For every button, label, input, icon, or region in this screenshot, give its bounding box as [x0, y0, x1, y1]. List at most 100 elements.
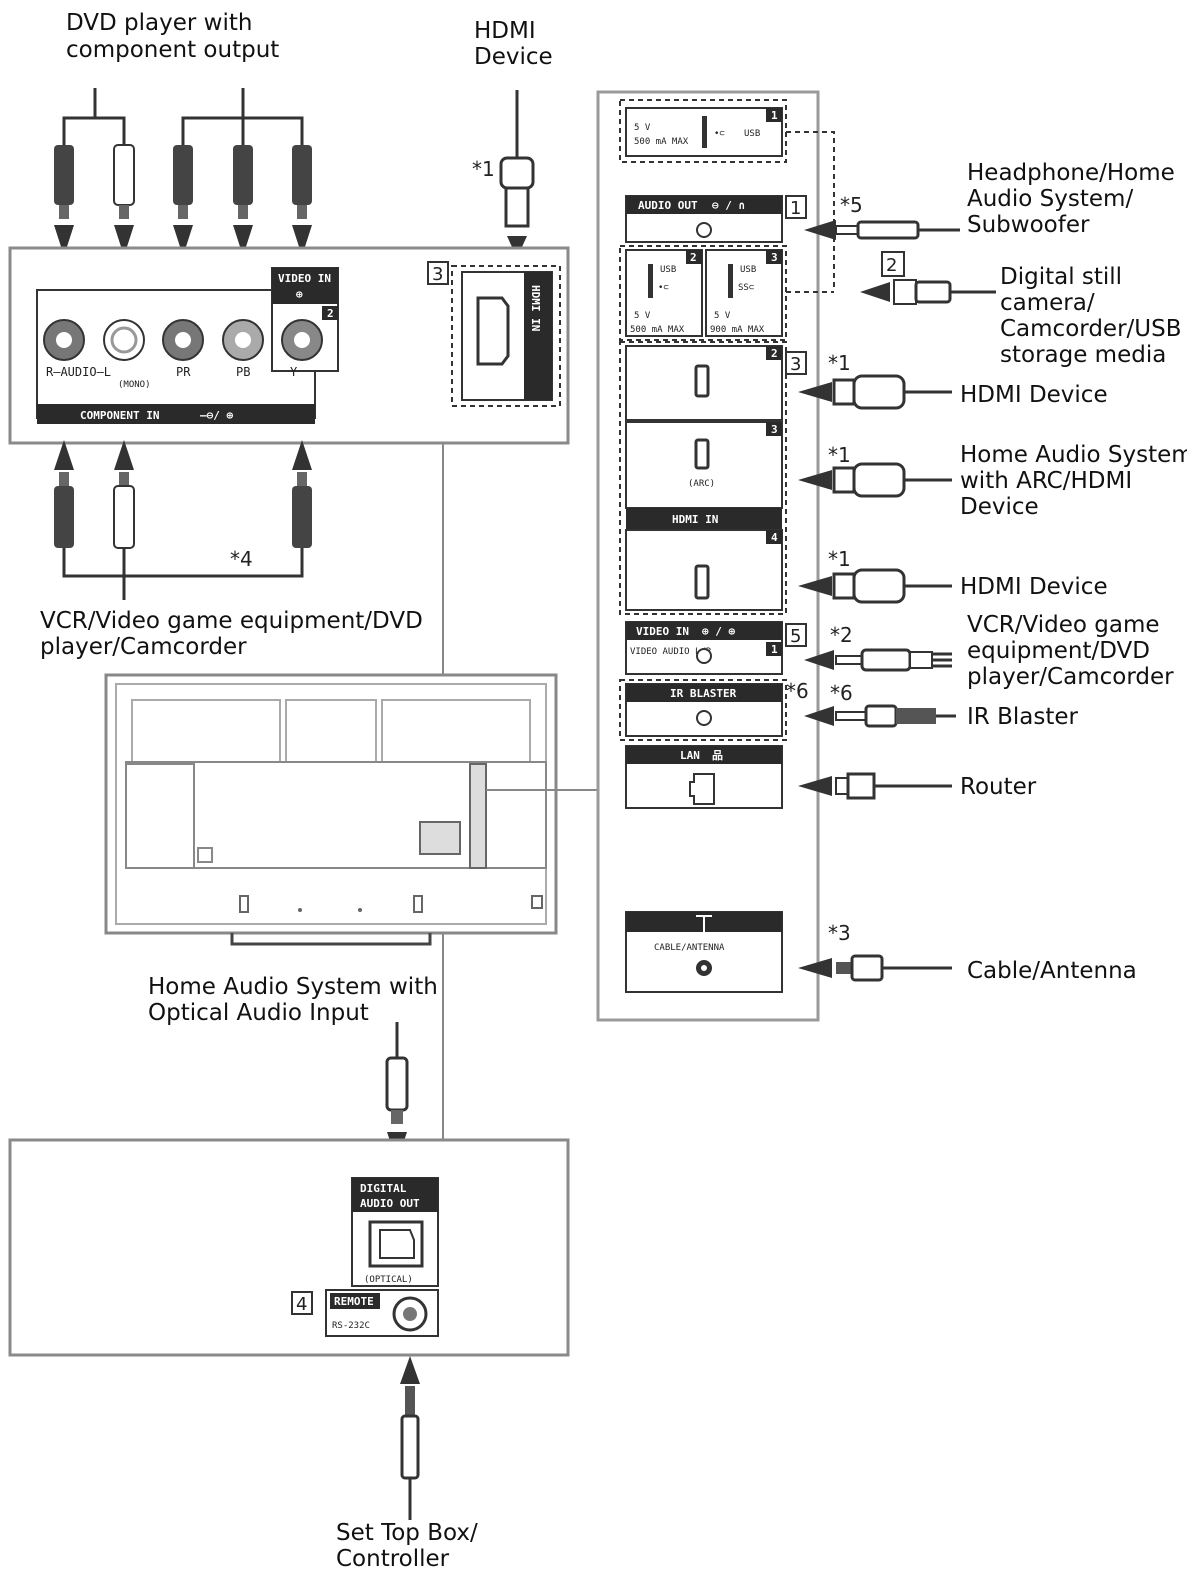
usb1-number: 1: [771, 109, 778, 122]
ir-blaster-jack[interactable]: [696, 710, 712, 726]
callout-4: 4: [296, 1294, 307, 1315]
usb2-number: 2: [690, 251, 697, 264]
video-in-icon: ⊕: [296, 288, 303, 301]
audio-out-label: AUDIO OUT: [638, 199, 698, 212]
av-minijack-cable: [804, 648, 952, 672]
remote-label: REMOTE: [334, 1295, 374, 1308]
component-in-icon: —⊖/ ⊕: [200, 409, 233, 422]
usb3-label: USB: [740, 265, 756, 275]
digital-audio-out-label-1: DIGITAL: [360, 1182, 407, 1195]
headphone-cable: [804, 220, 960, 240]
hdmi-port-dashed-area: [451, 265, 561, 407]
label-router: Router: [960, 774, 1037, 800]
callout-3: 3: [790, 354, 801, 375]
hdmi3-socket-icon: [694, 438, 710, 470]
label-headphone-1: Headphone/Home: [967, 160, 1175, 186]
footnote-n3: *3: [828, 921, 851, 945]
rs232c-label: RS-232C: [332, 1321, 370, 1331]
label-home-audio-arc-2: with ARC/HDMI: [960, 468, 1132, 494]
footnote-n1-a: *1: [828, 351, 851, 375]
lan-port[interactable]: [689, 773, 715, 805]
hdmi-in-label-top: HDMI IN: [529, 285, 542, 331]
callout-3-top: 3: [432, 264, 443, 285]
hdmi2-number: 2: [771, 347, 778, 360]
footnote-n1-b: *1: [828, 443, 851, 467]
usb2-5v: 5 V: [634, 311, 651, 321]
label-digital-camera-3: Camcorder/USB: [1000, 316, 1182, 342]
hdmi-in-label: HDMI IN: [672, 513, 718, 526]
network-icon: 品: [712, 749, 723, 762]
cable-antenna-port-label: CABLE/ANTENNA: [654, 943, 725, 953]
hdmi-top-cable: [499, 90, 535, 258]
label-headphone-3: Subwoofer: [967, 212, 1090, 238]
rca-jacks-row: [43, 319, 323, 361]
set-top-box-cable: [400, 1356, 420, 1520]
video-in-right-label: VIDEO IN: [636, 625, 689, 638]
headphone-icon: ⊖ / ∩: [712, 199, 745, 212]
hdmi4-number: 4: [771, 531, 778, 544]
pr-label: PR: [176, 365, 191, 379]
audio-out-jack[interactable]: [696, 222, 712, 238]
usb1-500ma: 500 mA MAX: [634, 137, 689, 147]
ir-blaster-port-label: IR BLASTER: [670, 687, 737, 700]
hdmi-cable-2: [798, 462, 952, 498]
hdmi-cable-1: [798, 374, 952, 410]
ir-blaster-cable: [804, 704, 956, 728]
footnote-n4: *4: [230, 547, 253, 571]
usb2-icon: •⊂: [658, 283, 669, 293]
video-audio-lr-label: VIDEO AUDIO L/R: [630, 647, 712, 657]
usb3-number: 3: [771, 251, 778, 264]
antenna-icon: [696, 915, 712, 932]
usb3-icon: SS⊂: [738, 283, 754, 293]
label-home-audio-arc-3: Device: [960, 494, 1039, 520]
component-in-label: COMPONENT IN: [80, 409, 159, 422]
digital-audio-out-label-2: AUDIO OUT: [360, 1197, 420, 1210]
label-hdmi-device-1: HDMI Device: [960, 382, 1108, 408]
label-digital-camera-2: camera/: [1000, 290, 1095, 316]
hdmi-socket-icon: [476, 296, 510, 366]
video-in-right-jack[interactable]: [696, 648, 712, 664]
arc-label: (ARC): [688, 479, 715, 489]
footnote-n6-port: *6: [786, 679, 809, 703]
hdmi4-socket-icon: [694, 564, 710, 600]
bottom-panel: [8, 1138, 570, 1357]
callout-2: 2: [886, 255, 897, 276]
usb-port-3[interactable]: [705, 249, 783, 337]
usb-cable: [860, 279, 996, 305]
y-label: Y: [290, 365, 298, 379]
lan-label: LAN: [680, 749, 700, 762]
label-home-audio-optical-2: Optical Audio Input: [148, 1000, 369, 1026]
usb-port-2[interactable]: [625, 249, 703, 337]
label-home-audio-arc-1: Home Audio System: [960, 442, 1187, 468]
video-in-right-number: 1: [771, 643, 778, 656]
label-vcr-left-1: VCR/Video game equipment/DVD: [40, 608, 423, 634]
mono-label: (MONO): [118, 380, 151, 390]
usb3-900ma: 900 mA MAX: [710, 325, 765, 335]
label-set-top-box-1: Set Top Box/: [336, 1520, 478, 1546]
lan-cable: [798, 772, 952, 800]
usb3-5v: 5 V: [714, 311, 731, 321]
label-dvd-component-2: component output: [66, 37, 279, 63]
r-audio-l-label: R—AUDIO—L: [46, 365, 111, 379]
usb2-label: USB: [660, 265, 676, 275]
label-hdmi-top-2: Device: [474, 44, 553, 70]
video-in-number: 2: [327, 307, 334, 320]
component-cables-bottom: [54, 440, 312, 600]
video-in-label: VIDEO IN: [278, 272, 331, 285]
footnote-n6: *6: [830, 681, 853, 705]
coax-cable: [798, 954, 952, 982]
usb1-label: USB: [744, 129, 760, 139]
footnote-n1-c: *1: [828, 547, 851, 571]
hdmi-cable-3: [798, 568, 952, 604]
label-cable-antenna: Cable/Antenna: [967, 958, 1137, 984]
footnote-n5: *5: [840, 193, 863, 217]
label-vcr-right-3: player/Camcorder: [967, 664, 1174, 690]
component-cables-top: [54, 88, 312, 256]
label-vcr-right-2: equipment/DVD: [967, 638, 1150, 664]
label-set-top-box-2: Controller: [336, 1546, 450, 1572]
label-digital-camera-4: storage media: [1000, 342, 1166, 368]
footnote-n2: *2: [830, 623, 853, 647]
usb2-500ma: 500 mA MAX: [630, 325, 685, 335]
optical-label: (OPTICAL): [364, 1275, 413, 1285]
